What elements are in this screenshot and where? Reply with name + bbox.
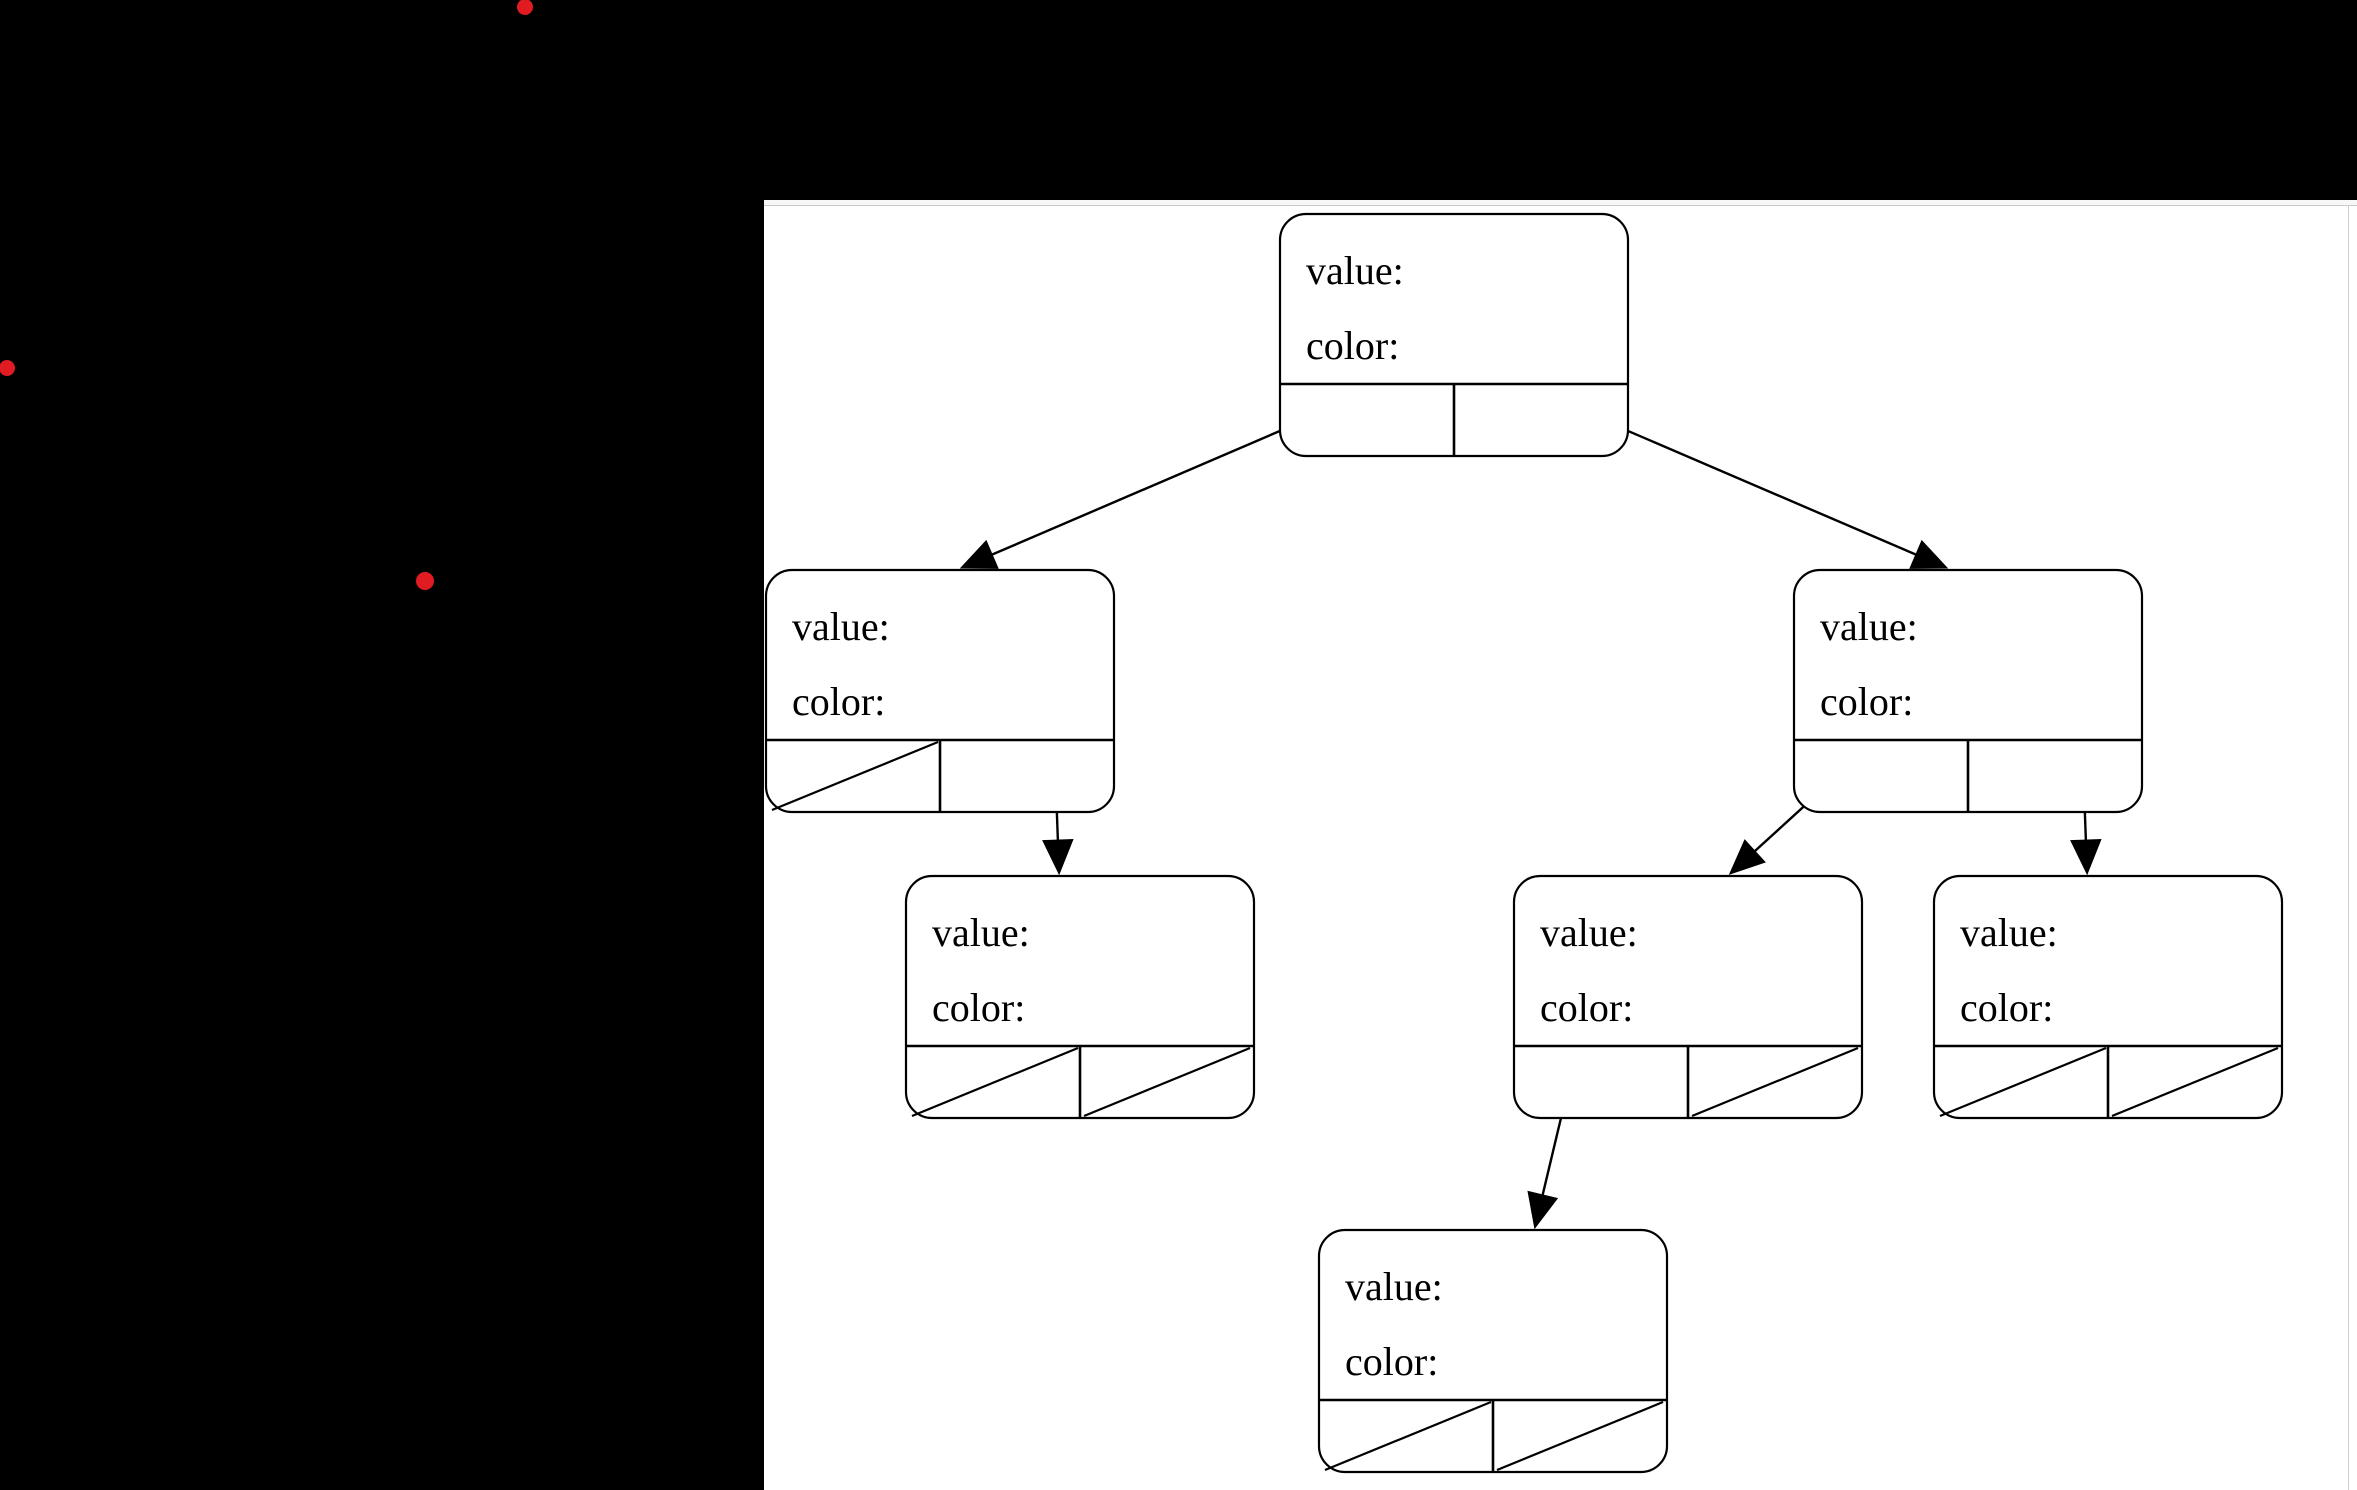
right-grandchild-node-left-null-slash — [1939, 1046, 2107, 1118]
deepest-node[interactable]: value: color: — [1317, 1228, 1669, 1474]
left-child-node-value-label: value: — [792, 604, 890, 649]
left-grandchild-node[interactable]: value: color: — [904, 874, 1256, 1120]
middle-grandchild-node-value-label: value: — [1540, 910, 1638, 955]
right-child-node-value-label: value: — [1820, 604, 1918, 649]
red-dot-left — [0, 360, 15, 376]
edge-n2-right-arrowhead — [2070, 838, 2102, 876]
deepest-node-left-null-slash — [1324, 1400, 1492, 1472]
red-dot-middle — [416, 572, 434, 590]
middle-grandchild-node[interactable]: value: color: — [1512, 874, 1864, 1120]
left-child-node-color-label: color: — [792, 679, 885, 724]
edge-root-right-arrowhead — [1909, 539, 1949, 569]
left-child-node-left-null-slash — [771, 740, 939, 812]
document-canvas[interactable]: value:color:value:color:value:color:valu… — [764, 200, 2357, 1490]
right-grandchild-node[interactable]: value: color: — [1932, 874, 2284, 1120]
right-child-node-color-label: color: — [1820, 679, 1913, 724]
right-child-node[interactable]: value: color: — [1792, 568, 2144, 814]
middle-grandchild-node-right-null-slash — [1691, 1046, 1859, 1118]
canvas-top-strip — [764, 200, 2357, 206]
edge-root-left-arrowhead — [959, 539, 999, 569]
red-dot-top — [517, 0, 533, 15]
deepest-node-right-null-slash — [1496, 1400, 1664, 1472]
right-grandchild-node-right-null-slash — [2111, 1046, 2279, 1118]
deepest-node-color-label: color: — [1345, 1339, 1438, 1384]
left-grandchild-node-color-label: color: — [932, 985, 1025, 1030]
deepest-node-value-label: value: — [1345, 1264, 1443, 1309]
vertical-scrollbar-rail[interactable] — [2348, 205, 2349, 1490]
left-grandchild-node-left-null-slash — [911, 1046, 1079, 1118]
edge-n1-right-arrowhead — [1042, 838, 1074, 876]
root-node-value-label: value: — [1306, 248, 1404, 293]
right-grandchild-node-color-label: color: — [1960, 985, 2053, 1030]
edge-n2-left-arrowhead — [1728, 839, 1766, 875]
left-grandchild-node-value-label: value: — [932, 910, 1030, 955]
edge-n4-left-arrowhead — [1527, 1190, 1559, 1230]
tree-diagram: value:color:value:color:value:color:valu… — [764, 212, 2284, 1474]
left-child-node[interactable]: value: color: — [764, 568, 1116, 814]
right-grandchild-node-value-label: value: — [1960, 910, 2058, 955]
middle-grandchild-node-color-label: color: — [1540, 985, 1633, 1030]
root-node-color-label: color: — [1306, 323, 1399, 368]
left-grandchild-node-right-null-slash — [1083, 1046, 1251, 1118]
root-node[interactable]: value: color: — [1278, 212, 1630, 458]
